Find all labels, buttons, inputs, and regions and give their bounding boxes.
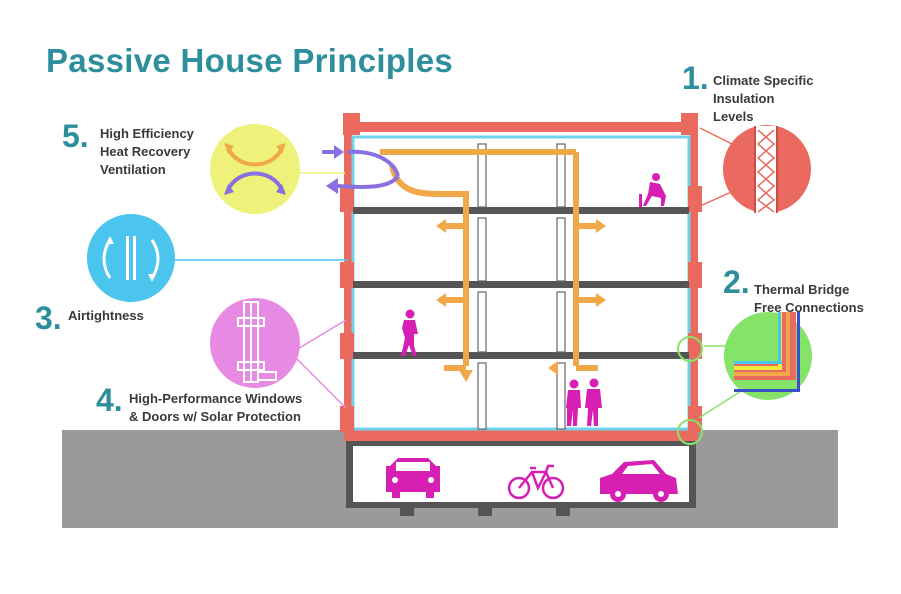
car-icon — [600, 460, 678, 502]
principle-number: 2. — [723, 264, 750, 300]
insulation-wall-section-icon — [723, 125, 811, 213]
principle-number: 1. — [682, 60, 709, 96]
thermal-bridge-marker — [677, 336, 703, 362]
label-line: Climate Specific — [713, 73, 814, 88]
label-line: Levels — [713, 109, 754, 124]
principle-label-ventilation: High Efficiency Heat Recovery Ventilatio… — [100, 125, 194, 179]
label-line: Thermal Bridge — [754, 282, 850, 297]
label-line: Ventilation — [100, 162, 166, 177]
principle-label-windows: High-Performance Windows & Doors w/ Sola… — [129, 390, 302, 426]
floor-slab — [353, 352, 689, 359]
floor-slab — [353, 207, 689, 214]
window-section-icon — [210, 298, 300, 388]
ventilation-ducts — [380, 149, 598, 371]
principle-number: 3. — [35, 300, 62, 336]
airtight-seal-icon — [87, 214, 175, 302]
car-icon — [386, 458, 440, 498]
bicycle-icon — [507, 464, 565, 500]
principle-label-airtightness: Airtightness — [68, 307, 144, 325]
slab-insulation — [344, 430, 698, 441]
principle-label-insulation: Climate Specific Insulation Levels — [713, 72, 813, 126]
page-title: Passive House Principles — [46, 42, 454, 79]
person-walking-icon — [401, 309, 418, 356]
principle-number: 4. — [96, 382, 123, 418]
label-line: Insulation — [713, 91, 775, 106]
label-line: Airtightness — [68, 308, 144, 323]
person-sitting-icon — [639, 173, 666, 207]
label-line: Free Connections — [754, 300, 864, 315]
label-line: High-Performance Windows — [129, 391, 303, 406]
person-standing-icon — [566, 379, 581, 426]
person-standing-icon — [585, 378, 602, 426]
label-line: & Doors w/ Solar Protection — [129, 409, 301, 424]
thermal-bridge-corner-icon — [724, 312, 812, 400]
floor-slab — [353, 281, 689, 288]
label-line: Heat Recovery — [100, 144, 191, 159]
label-line: High Efficiency — [100, 126, 194, 141]
heat-recovery-arrows-icon — [210, 124, 300, 214]
roof-insulation — [344, 122, 698, 132]
principle-label-thermal-bridge: Thermal Bridge Free Connections — [754, 281, 864, 317]
principle-number: 5. — [62, 118, 89, 154]
thermal-bridge-marker — [677, 419, 703, 445]
